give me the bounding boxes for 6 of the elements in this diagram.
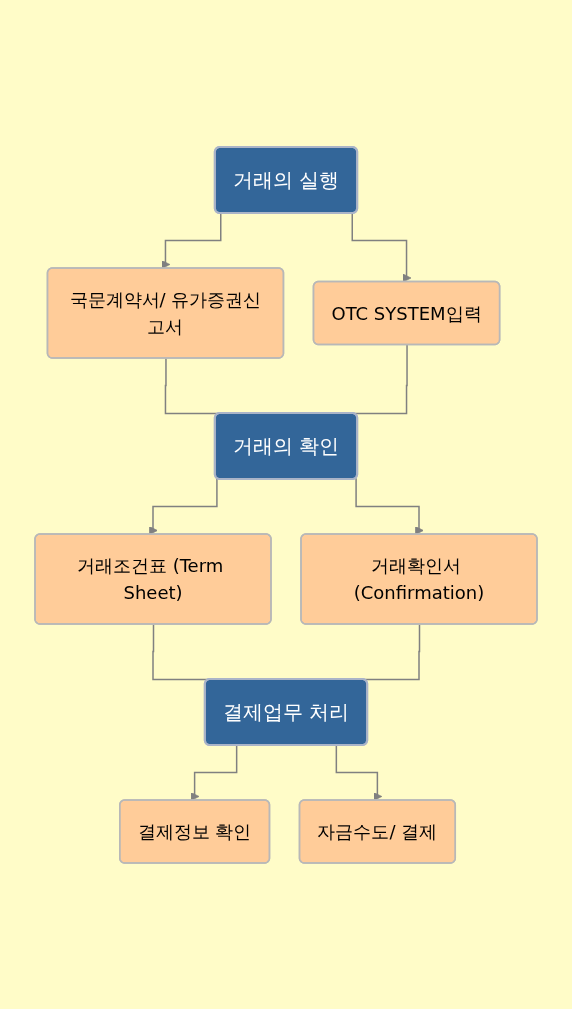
arrow [190, 744, 238, 801]
arrow [351, 212, 412, 282]
arrow [161, 212, 222, 269]
arrow [149, 476, 218, 535]
arrow [355, 476, 424, 535]
arrow [335, 744, 383, 801]
